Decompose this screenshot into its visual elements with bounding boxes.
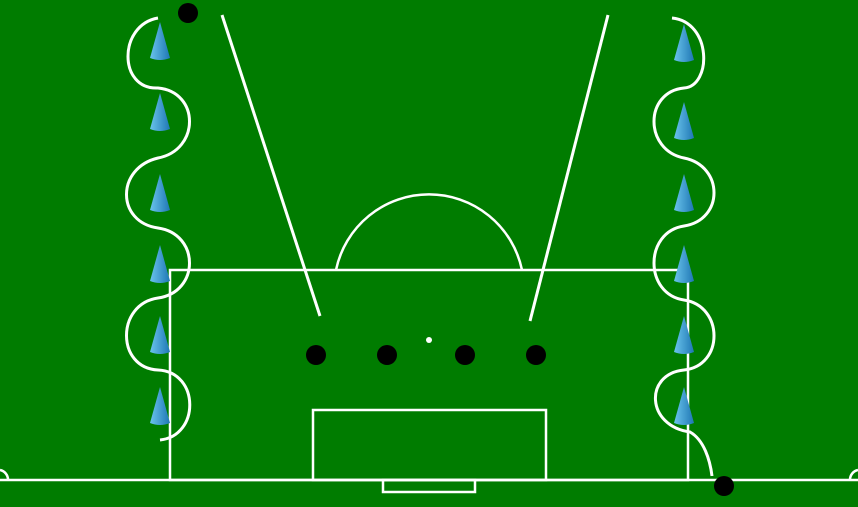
player-start-right <box>714 476 734 496</box>
cone-icon <box>150 316 170 354</box>
player-start-left <box>178 3 198 23</box>
players <box>178 3 734 496</box>
weave-paths <box>125 16 716 477</box>
cones-right <box>674 24 694 425</box>
cone-icon <box>150 22 170 60</box>
cone-icon <box>150 387 170 425</box>
player-row-3 <box>455 345 475 365</box>
corner-arc-right <box>848 468 858 481</box>
cone-icon <box>674 174 694 212</box>
penalty-spot <box>426 337 432 343</box>
cone-icon <box>674 24 694 62</box>
corner-arc-left <box>0 468 10 481</box>
cone-icon <box>150 93 170 131</box>
weave-path-left <box>125 16 192 442</box>
cone-icon <box>674 316 694 354</box>
player-row-1 <box>306 345 326 365</box>
cone-icon <box>150 174 170 212</box>
player-row-4 <box>526 345 546 365</box>
cone-icon <box>674 102 694 140</box>
run-path-right <box>528 14 610 322</box>
goal <box>381 478 477 494</box>
weave-path-right <box>652 16 716 477</box>
run-path-left <box>220 14 322 317</box>
cones-left <box>150 22 170 425</box>
player-row-2 <box>377 345 397 365</box>
run-paths <box>220 14 610 322</box>
cone-icon <box>150 245 170 283</box>
penalty-arc <box>334 193 524 271</box>
cone-icon <box>674 245 694 283</box>
cone-icon <box>674 387 694 425</box>
pitch-markings <box>0 193 858 494</box>
